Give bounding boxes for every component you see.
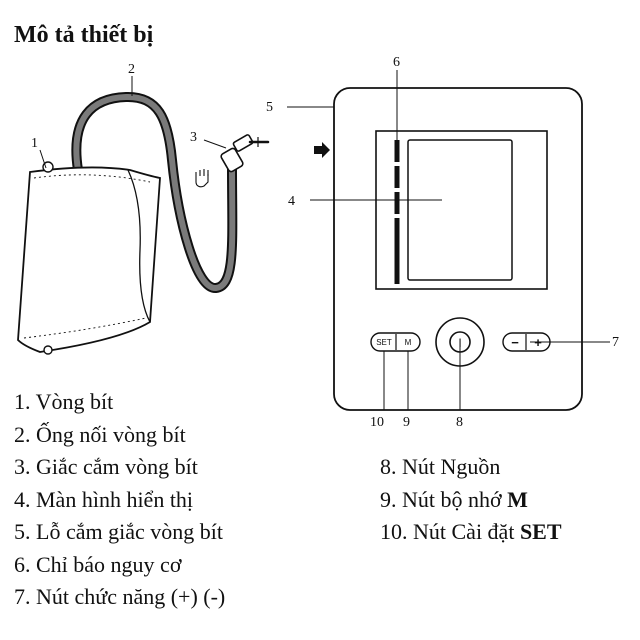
legend-item: 2. Ống nối vòng bít — [14, 421, 186, 447]
legend-text: 8. Nút Nguồn — [380, 454, 501, 479]
minus-icon: − — [511, 335, 519, 350]
callout-3: 3 — [190, 130, 197, 145]
legend-right: 8. Nút Nguồn 9. Nút bộ nhớ M 10. Nút Cài… — [380, 451, 562, 549]
legend-text: 10. Nút Cài đặt — [380, 519, 520, 544]
callout-2: 2 — [128, 62, 135, 77]
cuff-tube-inner — [73, 93, 236, 291]
set-memory-button[interactable]: SET M — [370, 332, 421, 352]
legend-item: 10. Nút Cài đặt SET — [380, 516, 562, 549]
callout-1: 1 — [31, 136, 38, 151]
legend-text: 9. Nút bộ nhớ — [380, 486, 508, 512]
callout-6: 6 — [393, 55, 400, 70]
legend-item: 1. Vòng bít — [14, 389, 114, 414]
legend-item: 8. Nút Nguồn — [380, 451, 562, 484]
page-title: Mô tả thiết bị — [14, 22, 154, 48]
cuff-body — [17, 161, 161, 355]
callout-4: 4 — [288, 194, 295, 209]
socket-arrow-icon — [314, 142, 330, 158]
legend-item: 6. Chỉ báo nguy cơ — [14, 551, 182, 577]
memory-button-label: M — [405, 338, 412, 347]
legend-bold: SET — [519, 519, 562, 544]
display-screen — [407, 139, 513, 281]
callout-9: 9 — [403, 415, 410, 430]
callout-7: 7 — [612, 335, 619, 350]
legend-item: 9. Nút bộ nhớ M — [380, 484, 562, 517]
callout-8: 8 — [456, 415, 463, 430]
callout-5: 5 — [266, 100, 273, 115]
legend-item: 5. Lỗ cắm giắc vòng bít — [14, 519, 223, 544]
callout-10: 10 — [370, 415, 384, 430]
leader-lines — [39, 70, 610, 410]
set-button-label: SET — [376, 338, 392, 347]
legend-item: 4. Màn hình hiển thị — [14, 486, 194, 512]
legend-bold: M — [507, 486, 528, 512]
legend-item: 7. Nút chức năng (+) (-) — [14, 584, 226, 609]
legend-left: 1. Vòng bít 2. Ống nối vòng bít 3. Giắc … — [14, 386, 225, 614]
cuff-jack-plug — [220, 134, 270, 173]
hand-pointer-icon — [195, 169, 209, 188]
legend-item: 3. Giắc cắm vòng bít — [14, 454, 198, 479]
